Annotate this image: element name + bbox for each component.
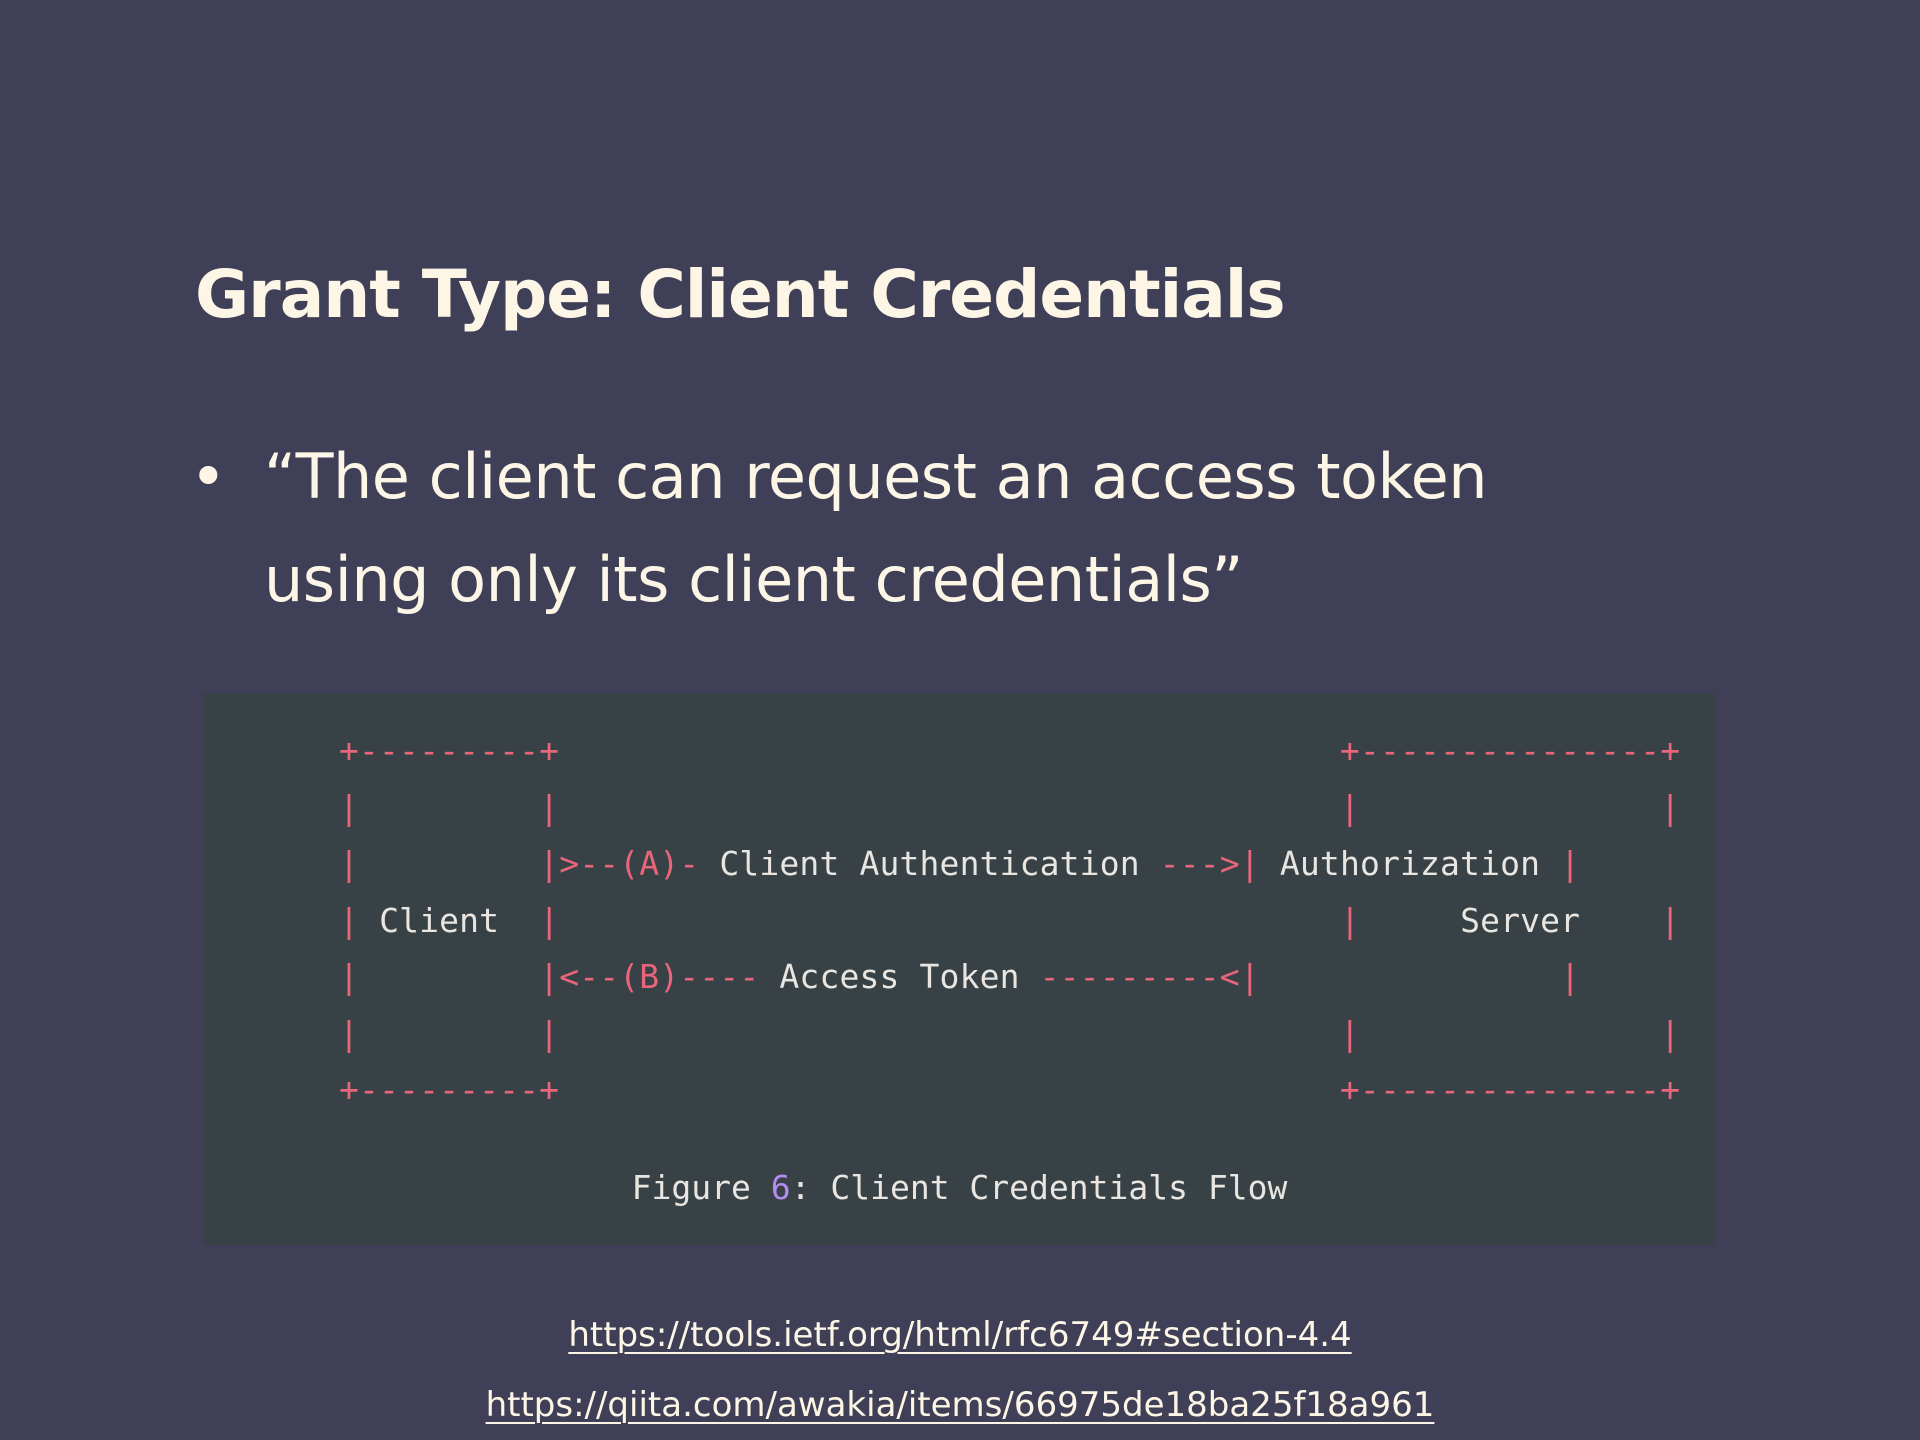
client-box-label: Client (379, 900, 500, 940)
arrow-b-label: Access Token (779, 957, 1020, 996)
bullet-list: • “The client can request an access toke… (190, 425, 1750, 631)
arrow-a-head: >--(A)- (559, 844, 720, 883)
bullet-marker: • (190, 440, 227, 513)
arrow-a-label: Client Authentication (719, 844, 1140, 883)
rfc6749-link[interactable]: https://tools.ietf.org/html/rfc6749#sect… (568, 1315, 1352, 1355)
server-box-label-line-1: Authorization (1279, 844, 1541, 883)
slide-title: Grant Type: Client Credentials (195, 256, 1286, 333)
figure-caption: Figure 6: Client Credentials Flow (204, 1163, 1715, 1213)
bullet-quote-line-2: using only its client credentials” (264, 543, 1243, 616)
client-credentials-flow-diagram: +---------+ +---------------+ | | | | | … (204, 693, 1715, 1245)
bullet-quote-line-1: “The client can request an access token (264, 440, 1488, 513)
caption-prefix: Figure (631, 1168, 771, 1207)
server-box-label-line-2: Server (1460, 900, 1581, 940)
qiita-article-link[interactable]: https://qiita.com/awakia/items/66975de18… (485, 1385, 1435, 1425)
arrow-b-tail: ---------< (1019, 957, 1240, 996)
reference-links: https://tools.ietf.org/html/rfc6749#sect… (0, 1300, 1920, 1440)
arrow-a-tail: ---> (1139, 844, 1240, 883)
caption-suffix: : Client Credentials Flow (790, 1168, 1288, 1207)
arrow-b-head: <--(B)---- (559, 957, 780, 996)
caption-figure-number: 6 (770, 1168, 791, 1207)
ascii-flow-art: +---------+ +---------------+ | | | | | … (339, 731, 1681, 1109)
